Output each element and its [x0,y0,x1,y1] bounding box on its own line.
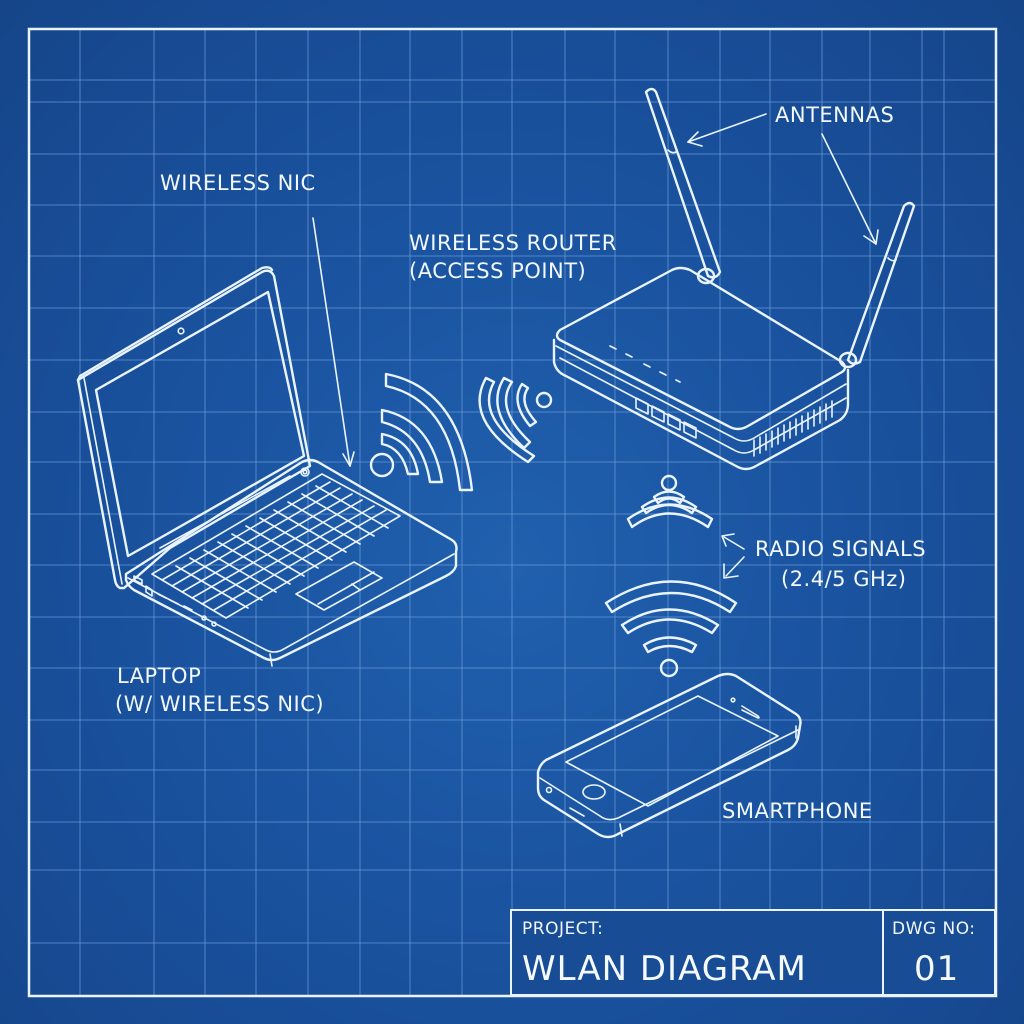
title-block-dwg-cell: DWG NO: 01 [884,911,994,994]
router-label-line2: (ACCESS POINT) [409,259,587,283]
laptop-label-line1: LAPTOP [117,664,202,688]
router-vents [753,400,833,457]
radio-signals-label-line1: RADIO SIGNALS [755,537,927,561]
router-label-line1: WIRELESS ROUTER [409,231,617,255]
keyboard-keys [161,481,389,611]
title-block-project-cell: PROJECT: WLAN DIAGRAM [512,911,884,994]
project-label: PROJECT: [522,919,604,939]
router-drawing [552,87,916,471]
router-wifi-signal-icon [478,376,553,464]
title-block: PROJECT: WLAN DIAGRAM DWG NO: 01 [510,909,996,996]
wireless-nic-pointer [312,217,355,467]
smartphone-label: SMARTPHONE [722,799,873,823]
wireless-nic-label: WIRELESS NIC [160,171,316,195]
dwg-no-label: DWG NO: [892,919,976,939]
smartphone-drawing [536,672,802,839]
antennas-label: ANTENNAS [775,103,895,127]
laptop-wifi-signal-icon [369,372,474,492]
grid [29,29,996,996]
radio-signals-pointers [721,533,745,579]
router-downlink-wifi-icon [626,474,714,529]
dwg-no-value: 01 [914,949,960,989]
drawing-border [27,27,998,998]
phone-uplink-wifi-icon [604,580,738,678]
laptop-label-line2: (W/ WIRELESS NIC) [115,692,325,716]
laptop-drawing [76,266,458,667]
project-value: WLAN DIAGRAM [522,949,807,989]
radio-signals-label-line2: (2.4/5 GHz) [781,567,907,591]
antennas-pointers [687,113,879,245]
